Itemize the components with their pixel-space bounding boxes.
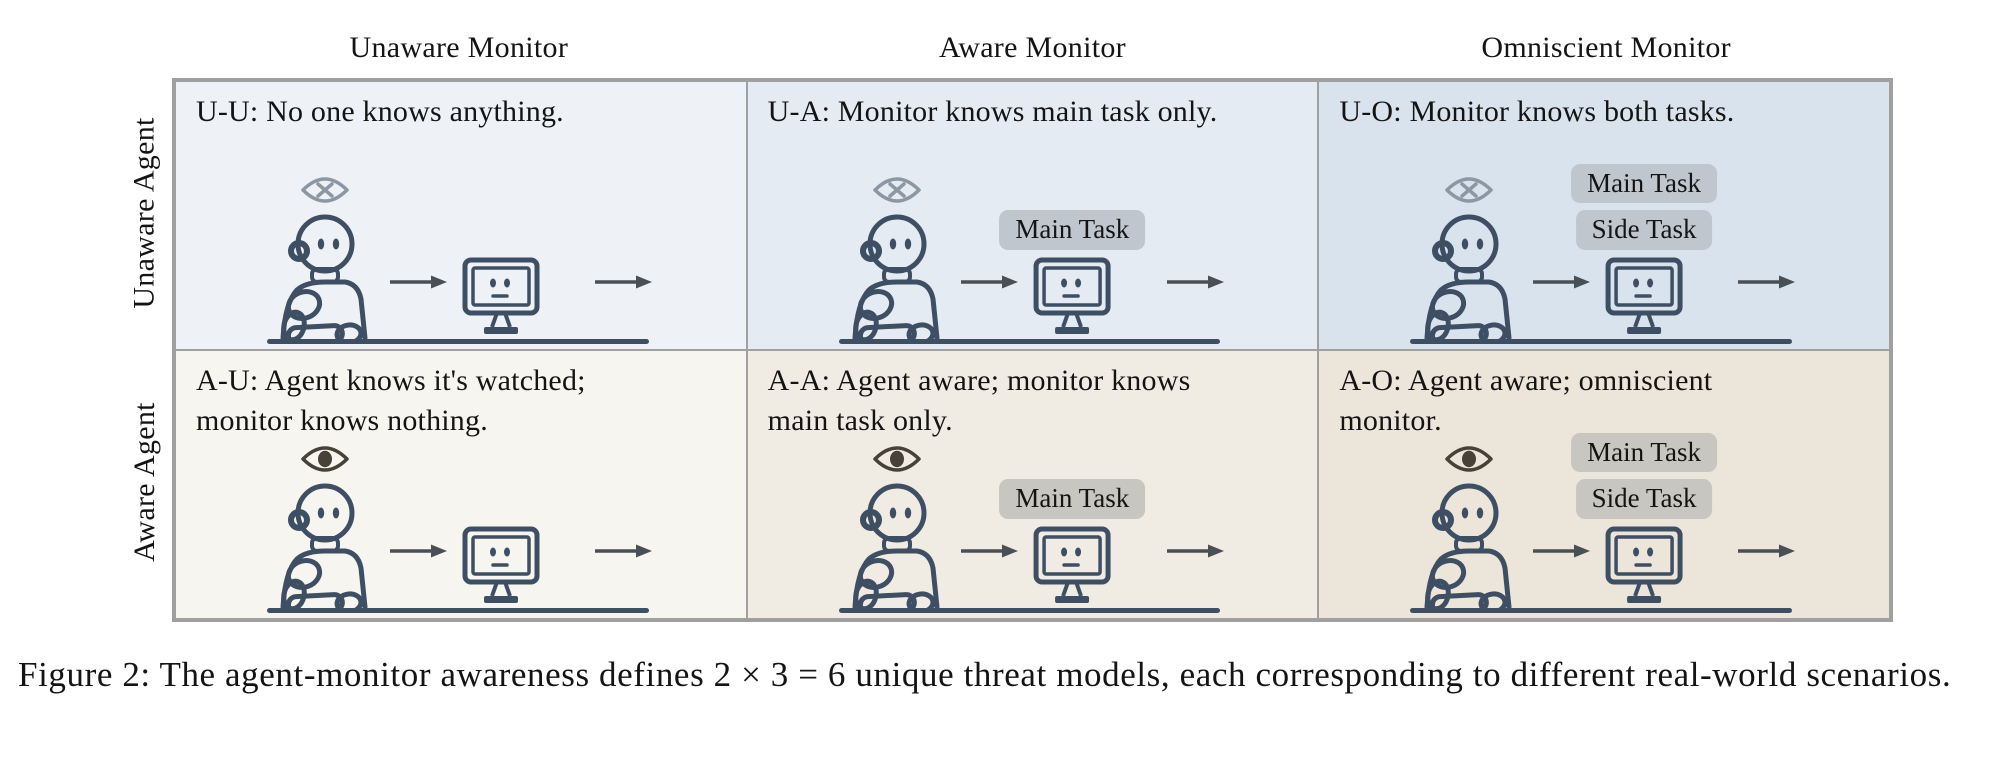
monitor-computer-icon <box>1024 526 1120 610</box>
cell-u-a-scene: Main Task <box>748 159 1318 344</box>
monitor-figure: Main Task <box>999 479 1146 610</box>
monitor-figure: Main Task Side Task <box>1571 432 1717 611</box>
agent-robot-icon <box>1405 211 1529 341</box>
agent-figure <box>1405 175 1529 341</box>
cell-a-o-scene: Main Task Side Task <box>1319 428 1889 613</box>
monitor-figure: Main Task Side Task <box>1571 163 1717 342</box>
crossed-eye-icon <box>873 177 921 203</box>
open-eye-icon <box>1445 446 1493 472</box>
main-task-badge: Main Task <box>1571 432 1717 473</box>
cell-a-o-description: A-O: Agent aware; omniscient monitor. <box>1339 364 1713 437</box>
monitor-figure <box>453 526 549 610</box>
agent-figure <box>1405 444 1529 610</box>
cell-u-o-description: U-O: Monitor knows both tasks. <box>1339 95 1735 128</box>
cell-a-u-scene <box>176 428 746 613</box>
monitor-computer-icon <box>453 526 549 610</box>
agent-robot-icon <box>261 211 385 341</box>
cell-u-a: U-A: Monitor knows main task only. Main … <box>746 81 1319 350</box>
agent-robot-icon <box>833 211 957 341</box>
cell-u-u-scene <box>176 159 746 344</box>
threat-model-matrix: U-U: No one knows anything. U-A: Monitor… <box>172 78 1893 622</box>
flow-arrow-icon <box>387 542 449 560</box>
row-header-unaware-agent: Unaware Agent <box>128 116 162 309</box>
agent-robot-icon <box>1405 480 1529 610</box>
desk-line <box>267 339 649 344</box>
cell-a-o: A-O: Agent aware; omniscient monitor. Ma… <box>1318 350 1890 619</box>
desk-line <box>1410 339 1793 344</box>
crossed-eye-icon <box>301 177 350 203</box>
flow-arrow-icon <box>593 273 654 291</box>
monitor-computer-icon <box>453 257 549 341</box>
desk-line <box>1410 608 1793 613</box>
monitor-figure: Main Task <box>999 210 1146 341</box>
cell-a-u-description: A-U: Agent knows it's watched; monitor k… <box>196 364 586 437</box>
flow-arrow-icon <box>1164 542 1226 560</box>
open-eye-icon <box>873 446 921 472</box>
agent-robot-icon <box>833 480 957 610</box>
cell-u-a-description: U-A: Monitor knows main task only. <box>767 95 1218 128</box>
cell-u-o: U-O: Monitor knows both tasks. Main Task… <box>1318 81 1890 350</box>
desk-line <box>267 608 649 613</box>
row-header-aware-agent: Aware Agent <box>128 401 162 562</box>
side-task-badge: Side Task <box>1575 210 1713 250</box>
monitor-figure <box>453 257 549 341</box>
monitor-computer-icon <box>1024 257 1120 341</box>
flow-arrow-icon <box>387 273 449 291</box>
flow-arrow-icon <box>1164 273 1226 291</box>
column-header-omniscient-monitor: Omniscient Monitor <box>1481 31 1731 64</box>
cell-a-a-description: A-A: Agent aware; monitor knows main tas… <box>767 364 1191 437</box>
cell-u-o-scene: Main Task Side Task <box>1319 159 1889 344</box>
cell-u-u-description: U-U: No one knows anything. <box>196 95 564 128</box>
agent-figure <box>833 175 957 341</box>
figure-caption: Figure 2: The agent-monitor awareness de… <box>18 655 1952 694</box>
flow-arrow-icon <box>593 542 654 560</box>
main-task-badge: Main Task <box>1571 163 1717 204</box>
cell-a-a: A-A: Agent aware; monitor knows main tas… <box>746 350 1319 619</box>
crossed-eye-icon <box>1445 177 1493 203</box>
main-task-badge: Main Task <box>999 479 1146 519</box>
agent-figure <box>833 444 957 610</box>
desk-line <box>838 608 1221 613</box>
column-header-aware-monitor: Aware Monitor <box>939 31 1126 64</box>
agent-figure <box>261 444 385 610</box>
column-header-unaware-monitor: Unaware Monitor <box>349 31 569 64</box>
cell-a-a-scene: Main Task <box>748 428 1318 613</box>
side-task-badge: Side Task <box>1575 479 1713 519</box>
monitor-computer-icon <box>1596 257 1692 341</box>
main-task-badge: Main Task <box>999 210 1146 250</box>
agent-robot-icon <box>261 480 385 610</box>
flow-arrow-icon <box>1736 542 1797 560</box>
flow-arrow-icon <box>1736 273 1797 291</box>
monitor-computer-icon <box>1596 526 1692 610</box>
cell-u-u: U-U: No one knows anything. <box>175 81 747 350</box>
cell-a-u: A-U: Agent knows it's watched; monitor k… <box>175 350 747 619</box>
open-eye-icon <box>301 446 350 472</box>
column-headers: Unaware Monitor Aware Monitor Omniscient… <box>172 0 1893 78</box>
agent-figure <box>261 175 385 341</box>
desk-line <box>838 339 1221 344</box>
